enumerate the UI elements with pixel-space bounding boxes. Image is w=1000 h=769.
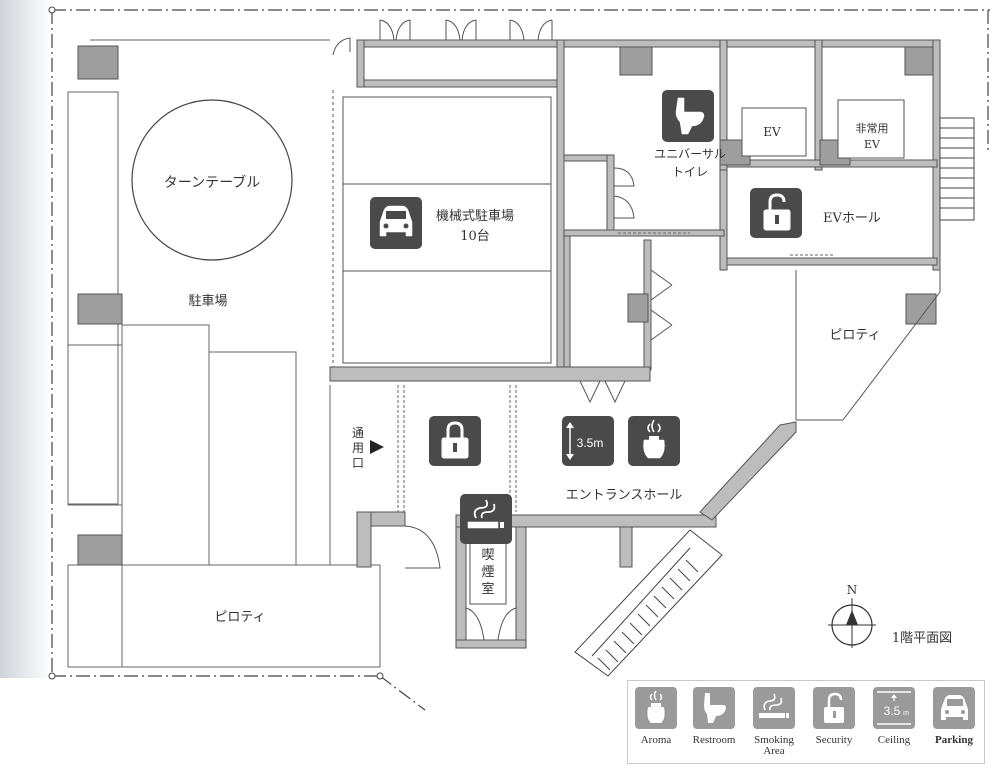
legend-item-smoking: Smoking Area	[748, 687, 800, 757]
site-shade	[0, 0, 52, 678]
label-service-entrance-2: 用	[352, 441, 364, 455]
ceiling-icon-text: 3.5	[884, 704, 901, 718]
mechanical-parking	[332, 90, 552, 372]
label-emergency-ev-1: 非常用	[856, 122, 889, 135]
label-ev: EV	[763, 125, 781, 139]
legend-label-smoking-2: Area	[763, 745, 785, 757]
parking-icon	[933, 687, 975, 729]
legend-label-aroma: Aroma	[640, 734, 672, 746]
ceiling-height-text: 3.5m	[577, 436, 604, 450]
security-icon	[813, 687, 855, 729]
ceiling-height-icon: 3.5m	[562, 416, 614, 466]
security-icon-entrance	[429, 416, 481, 466]
legend-item-parking: Parking	[928, 687, 980, 746]
label-piloti-bottom: ピロティ	[214, 610, 265, 625]
smoking-area-icon	[753, 687, 795, 729]
legend: Aroma Restroom Smoking Area Sec	[627, 680, 985, 764]
label-emergency-ev-2: EV	[864, 138, 881, 151]
legend-label-smoking-1: Smoking	[754, 734, 794, 746]
doors-top	[332, 19, 673, 641]
label-mech-parking-1: 機械式駐車場	[436, 209, 514, 224]
piloti-right-outline	[795, 270, 941, 421]
legend-label-ceiling: Ceiling	[877, 734, 911, 746]
label-entrance-hall: エントランスホール	[566, 488, 683, 503]
parking-icon	[370, 197, 422, 249]
turntable	[131, 99, 293, 261]
label-service-entrance-3: 口	[352, 456, 364, 470]
service-entrance-arrow	[370, 440, 384, 454]
stairs-lower	[574, 529, 723, 677]
label-universal-toilet-1: ユニバーサル	[654, 147, 726, 161]
label-turntable: ターンテーブル	[164, 174, 260, 191]
property-boundary	[51, 9, 990, 711]
sliding-doors	[397, 232, 835, 512]
svg-text:m: m	[903, 710, 909, 717]
legend-label-parking: Parking	[935, 734, 973, 746]
ev-shaft	[741, 107, 807, 157]
aroma-icon	[635, 687, 677, 729]
label-parking: 駐車場	[188, 294, 227, 309]
label-smoking-3: 室	[481, 581, 494, 597]
label-smoking-2: 煙	[481, 565, 494, 580]
emergency-ev-shaft	[837, 99, 905, 159]
restroom-icon	[662, 90, 714, 142]
diagonal-wall	[699, 421, 797, 521]
label-smoking-1: 喫	[481, 548, 494, 563]
label-floor-title: 1階平面図	[892, 631, 952, 646]
smoking-area-icon	[460, 494, 512, 544]
legend-item-security: Security	[808, 687, 860, 746]
legend-label-security: Security	[815, 734, 853, 746]
restroom-icon	[693, 687, 735, 729]
legend-item-restroom: Restroom	[688, 687, 740, 746]
label-universal-toilet-2: トイレ	[672, 165, 708, 179]
label-ev-hall: EVホール	[823, 211, 881, 226]
smoking-room-box	[469, 539, 507, 605]
columns-right	[619, 46, 937, 325]
label-north: N	[847, 583, 858, 597]
north-arrow	[828, 598, 876, 648]
security-icon-ev-hall	[750, 188, 802, 238]
legend-item-ceiling: 3.5 m Ceiling	[868, 687, 920, 746]
aroma-icon	[628, 416, 680, 466]
label-service-entrance-1: 通	[352, 426, 364, 440]
stairs-upper	[939, 117, 975, 221]
ceiling-icon: 3.5 m	[873, 687, 915, 729]
legend-label-restroom: Restroom	[692, 734, 736, 746]
label-mech-parking-2: 10台	[460, 229, 490, 244]
columns-left	[77, 45, 123, 566]
legend-item-aroma: Aroma	[630, 687, 682, 746]
label-piloti-right: ピロティ	[829, 328, 880, 343]
